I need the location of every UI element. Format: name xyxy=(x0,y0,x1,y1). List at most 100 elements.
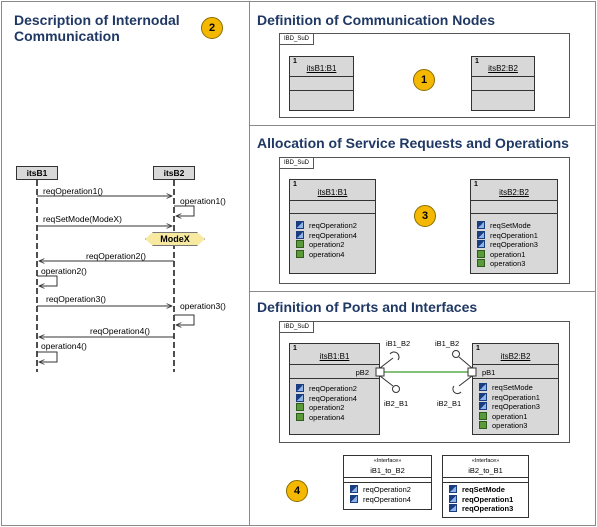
operation-icon xyxy=(479,411,487,420)
interface-iB2-to-B1: «Interface» iB2_to_B1 reqSetMode reqOper… xyxy=(442,455,529,518)
port-label-pB1: pB1 xyxy=(482,368,496,377)
lifeline-head-itsB2: itsB2 xyxy=(153,166,195,180)
service-request-icon xyxy=(296,221,304,229)
service-request-icon xyxy=(350,485,358,493)
ibd-tab: IBD_SuD xyxy=(280,322,315,333)
block-name: itsB1:B1 xyxy=(319,352,350,361)
operation-icon xyxy=(296,240,304,249)
block-itsB2-ports: 1 itsB2:B2 pB1 reqSetMode reqOperation1 … xyxy=(472,343,559,435)
block-name: itsB2:B2 xyxy=(488,64,518,73)
op-item: reqOperation2 xyxy=(296,384,357,394)
operation-icon xyxy=(296,403,304,412)
step-badge-3: 3 xyxy=(414,205,436,227)
op-item: operation3 xyxy=(477,259,538,269)
operation-icon xyxy=(296,412,304,421)
op-item: reqSetMode xyxy=(477,221,538,231)
port-interface-label: iB1_B2 xyxy=(386,339,411,348)
panel-title-ports: Definition of Ports and Interfaces xyxy=(257,299,478,315)
msg-reqOperation2: reqOperation2() xyxy=(86,251,147,261)
ibd-tab: IBD_SuD xyxy=(280,158,315,169)
block-multiplicity: 1 xyxy=(293,181,297,188)
operation-icon xyxy=(477,259,485,268)
op-item: reqOperation1 xyxy=(477,230,538,241)
operation-icon xyxy=(477,249,485,258)
msg-operation4: operation4() xyxy=(41,341,87,351)
panel-divider-2 xyxy=(249,291,596,292)
msg-operation2: operation2() xyxy=(41,266,87,276)
block-name: itsB1:B1 xyxy=(317,188,348,197)
op-item: operation3 xyxy=(479,421,540,431)
step-badge-4: 4 xyxy=(286,480,308,502)
service-request-icon xyxy=(449,494,457,503)
block-multiplicity: 1 xyxy=(476,345,480,352)
block-itsB1: 1 itsB1:B1 xyxy=(289,56,354,111)
msg-reqOperation4: reqOperation4() xyxy=(90,326,151,336)
block-name: itsB1:B1 xyxy=(306,64,337,73)
interface-name: iB1_to_B2 xyxy=(370,466,405,475)
op-item: reqOperation3 xyxy=(449,504,513,514)
msg-operation1: operation1() xyxy=(180,196,226,206)
op-item: reqOperation4 xyxy=(296,393,357,404)
op-item: reqOperation1 xyxy=(479,392,540,403)
interface-stereotype: «Interface» xyxy=(471,458,500,464)
interface-iB1-to-B2: «Interface» iB1_to_B2 reqOperation2 reqO… xyxy=(343,455,432,510)
block-itsB1-ports: 1 itsB1:B1 pB2 reqOperation2 reqOperatio… xyxy=(289,343,380,435)
op-item: reqOperation4 xyxy=(296,230,357,241)
op-item: reqSetMode xyxy=(449,485,513,495)
service-request-icon xyxy=(449,485,457,493)
service-request-icon xyxy=(477,221,485,229)
service-request-icon xyxy=(296,384,304,392)
panel-title-allocation: Allocation of Service Requests and Opera… xyxy=(257,135,569,151)
port-interface-label: iB2_B1 xyxy=(437,399,462,408)
service-request-icon xyxy=(479,383,487,391)
service-request-icon xyxy=(296,393,304,402)
service-request-icon xyxy=(479,402,487,411)
service-request-icon xyxy=(296,230,304,239)
service-request-icon xyxy=(350,494,358,503)
service-request-icon xyxy=(479,392,487,401)
op-item: operation2 xyxy=(296,403,357,413)
panel-title-internodal: Description of Internodal Communication xyxy=(14,12,180,44)
op-item: reqOperation2 xyxy=(350,485,411,495)
op-item: operation1 xyxy=(479,411,540,422)
block-multiplicity: 1 xyxy=(475,58,479,65)
op-item: reqOperation2 xyxy=(296,221,357,231)
op-item: reqOperation3 xyxy=(477,240,538,250)
lifeline-head-itsB1: itsB1 xyxy=(16,166,58,180)
panel-divider-vertical xyxy=(249,1,250,526)
block-itsB2-alloc: 1 itsB2:B2 reqSetMode reqOperation1 reqO… xyxy=(470,179,558,274)
block-multiplicity: 1 xyxy=(474,181,478,188)
port-label-pB2: pB2 xyxy=(355,368,369,377)
block-multiplicity: 1 xyxy=(293,345,297,352)
service-request-icon xyxy=(477,230,485,239)
msg-reqOperation3: reqOperation3() xyxy=(46,294,107,304)
block-name: itsB2:B2 xyxy=(499,188,529,197)
block-itsB2: 1 itsB2:B2 xyxy=(471,56,535,111)
panel-title-nodes: Definition of Communication Nodes xyxy=(257,12,495,28)
service-request-icon xyxy=(449,504,457,513)
operation-icon xyxy=(296,249,304,258)
step-badge-1: 1 xyxy=(413,69,435,91)
interface-name: iB2_to_B1 xyxy=(468,466,503,475)
op-item: operation1 xyxy=(477,249,538,260)
msg-reqOperation1: reqOperation1() xyxy=(43,186,104,196)
ibd-tab: IBD_SuD xyxy=(280,34,315,45)
step-badge-2: 2 xyxy=(201,17,223,39)
block-multiplicity: 1 xyxy=(293,58,297,65)
op-item: operation4 xyxy=(296,412,357,423)
op-item: operation2 xyxy=(296,240,357,250)
block-itsB1-alloc: 1 itsB1:B1 reqOperation2 reqOperation4 o… xyxy=(289,179,376,274)
op-item: reqOperation4 xyxy=(350,494,411,505)
msg-reqSetMode: reqSetMode(ModeX) xyxy=(43,214,122,224)
port-interface-label: iB1_B2 xyxy=(435,339,460,348)
panel-divider-1 xyxy=(249,125,596,126)
op-item: reqOperation3 xyxy=(479,402,540,412)
msg-operation3: operation3() xyxy=(180,301,226,311)
service-request-icon xyxy=(477,240,485,249)
interface-stereotype: «Interface» xyxy=(373,458,402,464)
block-name: itsB2:B2 xyxy=(500,352,531,361)
operation-icon xyxy=(479,421,487,430)
op-item: reqSetMode xyxy=(479,383,540,393)
